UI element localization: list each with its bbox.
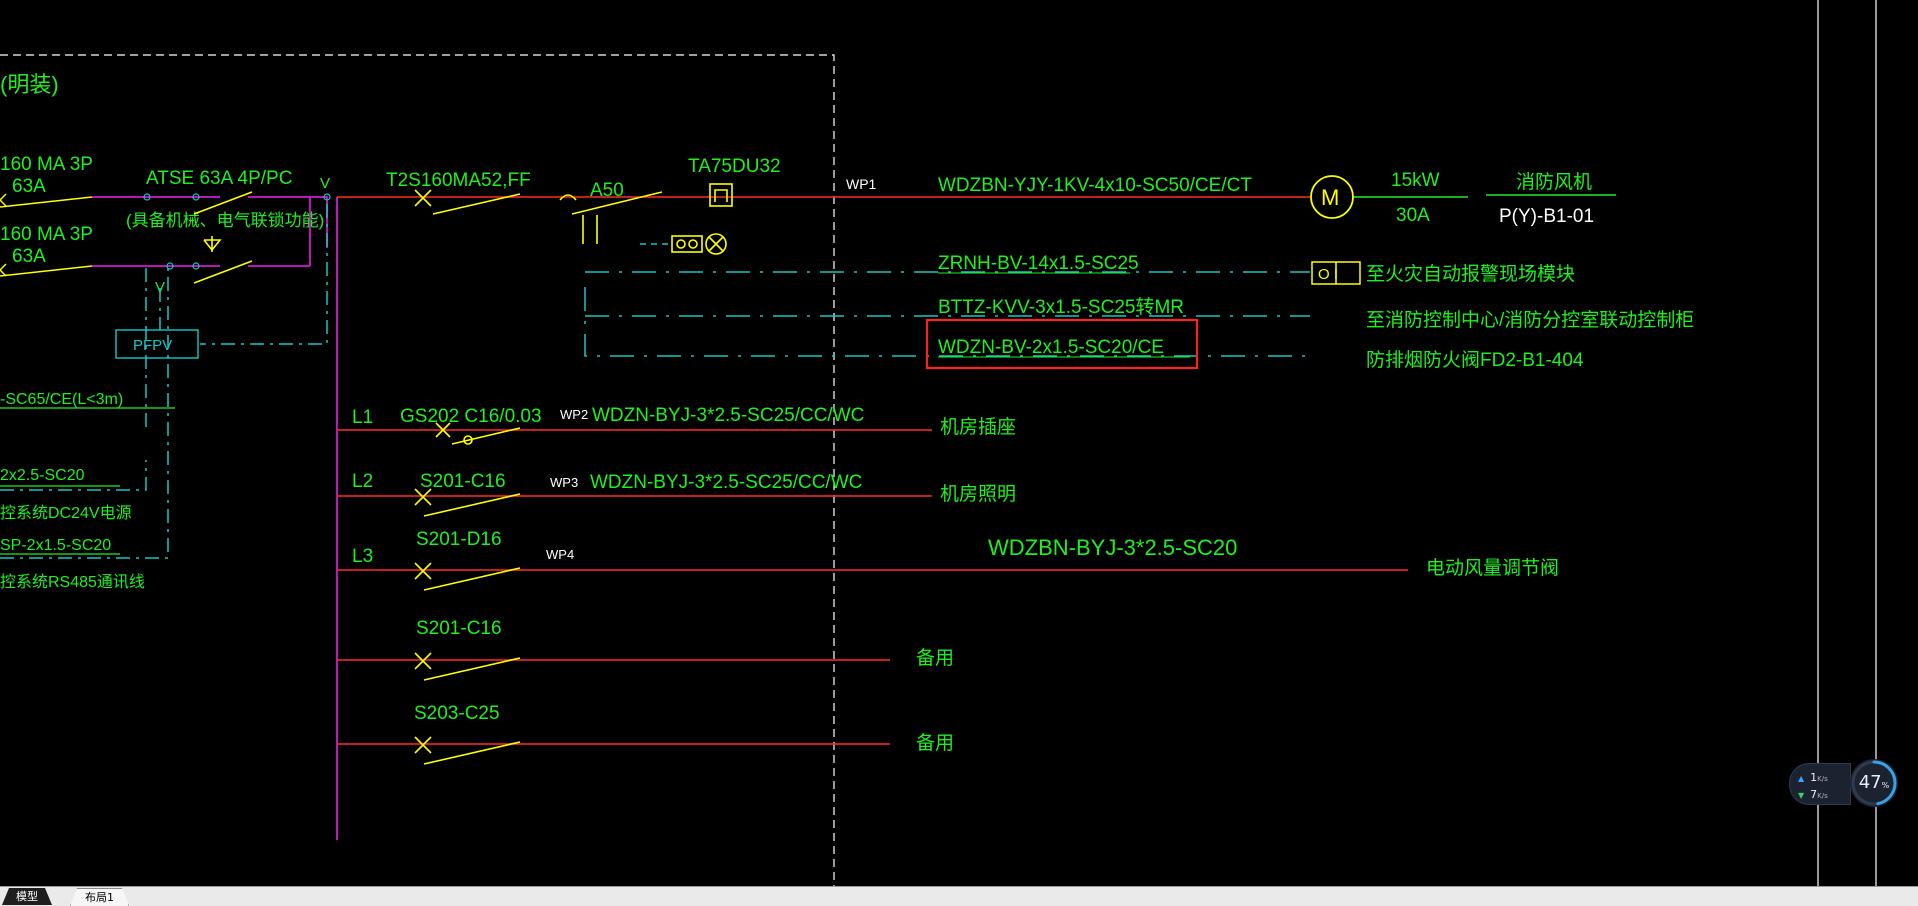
a50-label: A50 — [590, 180, 624, 201]
wp1-cable: WDZBN-YJY-1KV-4x10-SC50/CE/CT — [938, 175, 1252, 196]
breaker-spare-1: S201-C16 — [416, 618, 502, 639]
breaker-l3: S201-D16 — [416, 529, 502, 550]
motor-label: M — [1321, 185, 1339, 210]
network-speed-panel: ▲1K/s ▼7K/s — [1789, 763, 1851, 805]
signal-cable-1: ZRNH-BV-14x1.5-SC25 — [938, 253, 1139, 274]
breaker-1-rating: 160 MA 3P — [0, 154, 93, 175]
motor-symbol — [1310, 175, 1354, 219]
equipment-name: 消防风机 — [1516, 171, 1592, 193]
atse-label: ATSE 63A 4P/PC — [146, 168, 292, 189]
highlight-box — [925, 318, 1199, 370]
upload-speed: ▲1K/s — [1798, 771, 1828, 784]
atse-group: ATSE 63A 4P/PC (具备机械、电气联锁功能) V V P — [92, 168, 338, 840]
cable-sc65: -SC65/CE(L<3m) — [0, 391, 123, 408]
signal-target-3: 防排烟防火阀FD2-B1-404 — [1366, 349, 1584, 371]
phase-l2: L2 — [352, 471, 373, 492]
circuit-l2: L2 S201-C16 WP3 WDZN-BYJ-3*2.5-SC25/CC/W… — [337, 471, 1016, 517]
atse-v-top: V — [320, 175, 330, 192]
cpu-usage-arc — [1851, 760, 1897, 806]
cable-sp: SP-2x1.5-SC20 — [0, 537, 111, 554]
main-breaker-label: T2S160MA52,FF — [386, 170, 531, 191]
ta-label: TA75DU32 — [688, 156, 781, 177]
drawing-frame — [0, 0, 1877, 886]
outgoing-circuits: L1 GS202 C16/0.03 WP2 WDZN-BYJ-3*2.5-SC2… — [337, 405, 1559, 765]
signal-target-2: 至消防控制中心/消防分控室联动控制柜 — [1366, 309, 1694, 331]
pfpv-label: PFPV — [133, 337, 172, 354]
wp1-tag: WP1 — [846, 176, 877, 192]
pfpv-box — [115, 329, 199, 359]
circuit-l3: L3 S201-D16 WP4 WDZBN-BYJ-3*2.5-SC20 电动风… — [337, 529, 1559, 591]
cable-wp3: WDZN-BYJ-3*2.5-SC25/CC/WC — [590, 472, 862, 493]
circuit-l1: L1 GS202 C16/0.03 WP2 WDZN-BYJ-3*2.5-SC2… — [337, 405, 1016, 445]
cable-wp4: WDZBN-BYJ-3*2.5-SC20 — [988, 535, 1237, 560]
load-l1: 机房插座 — [940, 416, 1016, 438]
cable-2x25: 2x2.5-SC20 — [0, 467, 85, 484]
upload-arrow-icon: ▲ — [1798, 774, 1805, 783]
cable-wp2: WDZN-BYJ-3*2.5-SC25/CC/WC — [592, 405, 864, 426]
rs485-note: 控系统RS485通讯线 — [0, 573, 145, 591]
circuit-spare-2: S203-C25 备用 — [337, 703, 954, 765]
tag-wp4: WP4 — [546, 547, 574, 562]
signal-lines: ZRNH-BV-14x1.5-SC25 O I 至火灾自动报警现场模块 BTTZ… — [584, 253, 1694, 371]
load-l2: 机房照明 — [940, 483, 1016, 505]
circuit-spare-1: S201-C16 备用 — [337, 618, 954, 681]
signal-target-1: 至火灾自动报警现场模块 — [1366, 263, 1575, 285]
tab-layout1[interactable]: 布局1 — [70, 888, 129, 906]
module-symbol: O I — [1318, 266, 1338, 283]
atse-v-mid: V — [155, 279, 165, 296]
phase-l1: L1 — [352, 407, 373, 428]
phase-l3: L3 — [352, 546, 373, 567]
mounting-note: (明装) — [0, 72, 59, 97]
signal-cable-3: WDZN-BV-2x1.5-SC20/CE — [938, 337, 1164, 358]
tag-wp3: WP3 — [550, 475, 578, 490]
signal-cable-2: BTTZ-KVV-3x1.5-SC25转MR — [938, 296, 1184, 318]
breaker-l2: S201-C16 — [420, 471, 506, 492]
tag-wp2: WP2 — [560, 407, 588, 422]
download-arrow-icon: ▼ — [1798, 791, 1805, 800]
load-spare-1: 备用 — [916, 647, 954, 669]
download-speed: ▼7K/s — [1798, 788, 1828, 801]
breaker-2-rating: 160 MA 3P — [0, 224, 93, 245]
cpu-usage-value: 47% — [1858, 772, 1890, 793]
atse-note: (具备机械、电气联锁功能) — [126, 211, 324, 230]
breaker-2-current: 63A — [12, 246, 46, 267]
motor-current: 30A — [1396, 205, 1430, 226]
load-spare-2: 备用 — [916, 732, 954, 754]
equipment-code: P(Y)-B1-01 — [1499, 206, 1594, 227]
cad-drawing-canvas[interactable]: (明装) 160 MA 3P 63A 160 MA 3P 63A -SC65/C… — [0, 0, 1918, 886]
tab-model[interactable]: 模型 — [2, 888, 52, 905]
wp1-circuit: T2S160MA52,FF A50 TA75DU32 WP1 WDZBN-YJY… — [337, 156, 1616, 255]
breaker-spare-2: S203-C25 — [414, 703, 500, 724]
motor-power: 15kW — [1391, 170, 1440, 191]
layout-tab-bar: 模型 布局1 — [0, 886, 1918, 906]
network-monitor-widget[interactable]: ▲1K/s ▼7K/s 47% — [1789, 757, 1898, 809]
load-l3: 电动风量调节阀 — [1426, 557, 1559, 579]
left-partial-section: (明装) 160 MA 3P 63A 160 MA 3P 63A -SC65/C… — [0, 72, 175, 591]
breaker-1-current: 63A — [12, 176, 46, 197]
cpu-usage-ring — [1850, 759, 1898, 807]
breaker-l1: GS202 C16/0.03 — [400, 406, 542, 427]
dc24-note: 控系统DC24V电源 — [0, 504, 132, 522]
